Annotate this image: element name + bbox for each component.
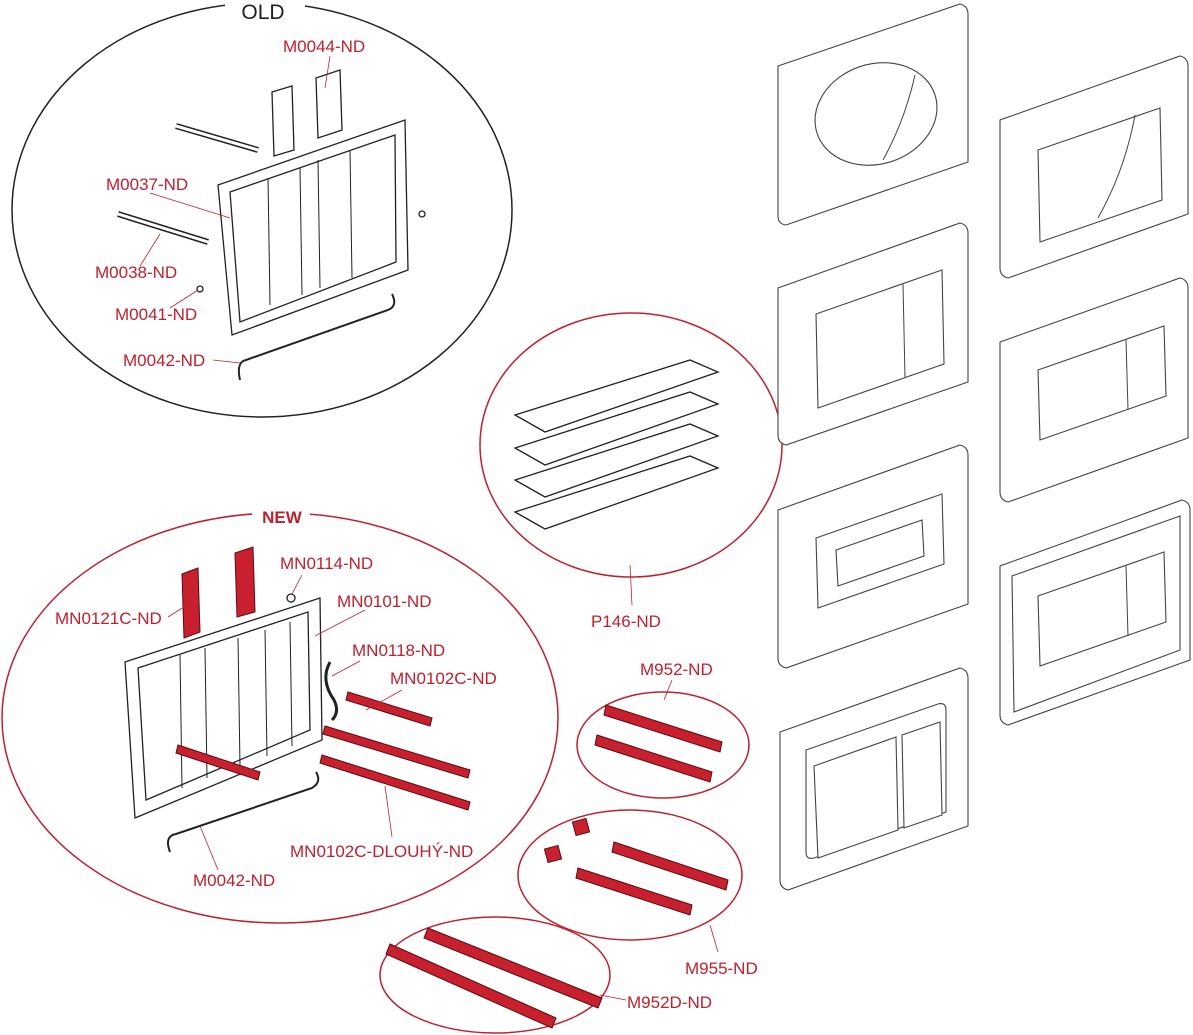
label-m952: M952-ND (640, 660, 713, 679)
old-group: OLD M0044-ND M0037-ND M0038-N (11, 0, 513, 418)
flush-plate-dual-a (777, 222, 969, 446)
old-screw (418, 210, 426, 218)
old-wire-m0042 (237, 293, 396, 381)
label-mn0118: MN0118-ND (352, 641, 445, 660)
new-group: NEW MN0114-ND MN0121C (1, 504, 559, 924)
label-m952d: M952D-ND (627, 993, 712, 1012)
flush-plates (777, 3, 1191, 891)
label-m0042-old: M0042-ND (123, 351, 205, 370)
new-clips-mn0121c (181, 546, 256, 639)
m955-group: M955-ND (517, 809, 758, 978)
label-m0037: M0037-ND (106, 175, 188, 194)
label-m0044: M0044-ND (283, 37, 365, 56)
old-screw-m0041 (196, 285, 204, 293)
label-mn0102c-long: MN0102C-DLOUHÝ-ND (290, 842, 473, 861)
flush-plate-dual-b (999, 277, 1189, 503)
new-spring-mn0118 (324, 661, 339, 722)
label-mn0102c: MN0102C-ND (390, 669, 497, 688)
label-mn0121c: MN0121C-ND (55, 609, 162, 628)
label-m955: M955-ND (685, 959, 758, 978)
label-mn0114: MN0114-ND (280, 554, 373, 573)
new-wire-m0042 (167, 771, 320, 853)
label-m0042-new: M0042-ND (193, 871, 275, 890)
label-p146: P146-ND (591, 612, 661, 631)
new-screw-mn0114 (286, 593, 296, 603)
p146-group: P146-ND (479, 312, 783, 631)
old-frame-m0037 (217, 119, 409, 336)
label-m0041: M0041-ND (115, 305, 197, 324)
m952d-group: M952D-ND (379, 916, 712, 1034)
flush-plate-dual-c (999, 499, 1191, 726)
new-rods-mn0102c (175, 691, 471, 811)
flush-plate-slant (999, 55, 1189, 279)
label-mn0101: MN0101-ND (337, 592, 431, 611)
old-title: OLD (241, 1, 284, 24)
m952-group: M952-ND (576, 660, 750, 799)
label-m0038: M0038-ND (95, 263, 177, 282)
old-rods (117, 123, 259, 245)
new-title: NEW (262, 508, 303, 527)
p146-templates (513, 359, 720, 530)
new-frame-mn0101 (124, 597, 323, 819)
flush-plate-rounded-dual (779, 667, 969, 891)
old-clips-m0044 (271, 69, 343, 157)
flush-plate-single (777, 444, 969, 669)
flush-plate-oval (777, 3, 969, 226)
